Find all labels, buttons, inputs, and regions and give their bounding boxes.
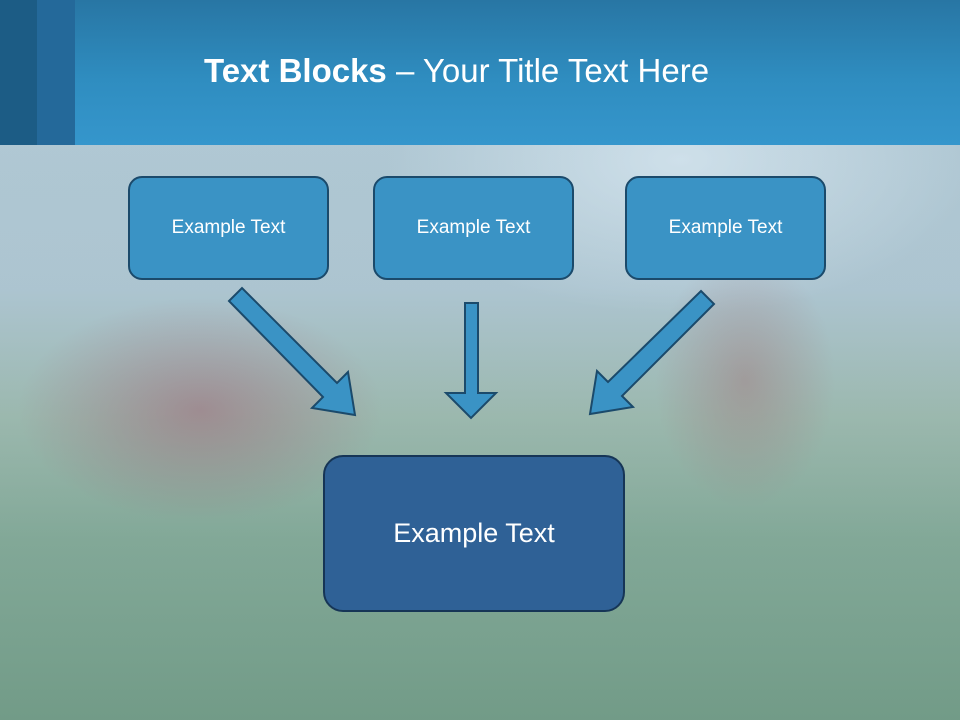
- text-box-label: Example Text: [416, 217, 531, 238]
- title-bar: Text Blocks – Your Title Text Here: [0, 0, 960, 145]
- arrow-right: [588, 289, 716, 416]
- text-box-top-left[interactable]: Example Text: [128, 176, 329, 280]
- title-bold-part: Text Blocks: [204, 52, 387, 89]
- text-box-label: Example Text: [393, 518, 555, 548]
- slide-title: Text Blocks – Your Title Text Here: [204, 52, 709, 100]
- header-accent-stripe: [0, 0, 37, 145]
- text-box-main[interactable]: Example Text: [323, 455, 625, 612]
- text-box-label: Example Text: [668, 217, 783, 238]
- title-rest: Your Title Text Here: [422, 52, 710, 89]
- title-dash: –: [386, 52, 423, 89]
- text-box-top-center[interactable]: Example Text: [373, 176, 574, 280]
- arrow-center: [443, 302, 499, 420]
- text-box-top-right[interactable]: Example Text: [625, 176, 826, 280]
- text-box-label: Example Text: [171, 217, 286, 238]
- arrow-left: [227, 286, 357, 417]
- header-accent-stripe: [37, 0, 75, 145]
